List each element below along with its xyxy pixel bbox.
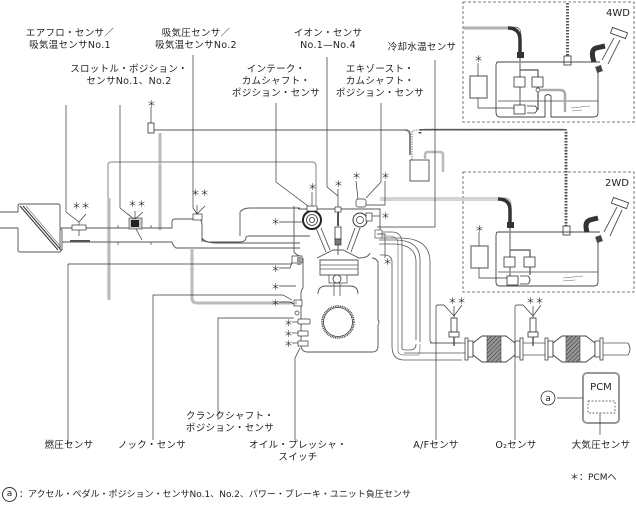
upper-routing [107,60,498,300]
connector-a-circle [540,390,556,406]
label-line: イオン・センサ [293,28,363,39]
label-line: エキゾースト・ [345,64,415,75]
variant-label-4wd: 4WD [606,8,630,19]
asterisk-marker: ＊ [271,265,280,275]
label-intake-camshaft-position-sensor: インテーク・ カムシャフト・ ポジション・センサ [226,64,326,100]
label-line: 燃圧センサ [44,440,94,451]
asterisk-marker: ＊ [271,299,280,309]
asterisk-marker: ＊＊ [448,297,466,307]
label-knock-sensor: ノック・センサ [114,440,190,452]
label-fuel-pressure-sensor: 燃圧センサ [38,440,100,452]
pcm-module [540,372,620,435]
label-line: O₂センサ [495,440,537,451]
fuel-tank-2wd [380,127,635,293]
asterisk-marker: ＊ [284,319,293,329]
legend-a-note: a：アクセル・ペダル・ポジション・センサNo.1、No.2、パワー・ブレーキ・ユ… [2,487,411,502]
asterisk-marker: ＊ [381,212,390,222]
fuel-tank-4wd [462,1,635,123]
asterisk-marker: ＊ [271,218,280,228]
asterisk-marker: ＊ [284,330,293,340]
label-line: センサNo.1、No.2 [86,76,172,87]
label-line: インテーク・ [246,64,306,75]
variant-label-2wd: 2WD [605,178,629,189]
label-line: エアフロ・センサ／ [25,28,115,39]
label-line: スイッチ [278,452,318,463]
label-map-intake-temp-sensor-2: 吸気圧センサ／ 吸気温センサNo.2 [148,28,244,52]
label-line: ポジション・センサ [185,423,275,434]
label-line: No.1—No.4 [300,40,356,51]
engine-block [190,198,383,353]
asterisk-marker: ＊ [334,180,343,190]
legend-a-text: ：アクセル・ペダル・ポジション・センサNo.1、No.2、パワー・ブレーキ・ユニ… [19,490,411,500]
asterisk-marker: ＊ [308,183,317,193]
legend-asterisk-note: ＊：PCMへ [570,473,617,483]
label-line: クランクシャフト・ [185,411,275,422]
label-line: カムシャフト・ [345,76,415,87]
intake-system [0,55,310,300]
label-barometric-pressure-sensor: 大気圧センサ [568,440,634,452]
label-o2-sensor: O₂センサ [488,440,544,452]
label-line: スロットル・ポジション・ [70,64,188,75]
label-line: 大気圧センサ [571,440,631,451]
asterisk-marker: ＊ [271,283,280,293]
label-exhaust-camshaft-position-sensor: エキゾースト・ カムシャフト・ ポジション・センサ [330,64,430,100]
label-oil-pressure-switch: オイル・プレッシャ・ スイッチ [248,440,348,464]
asterisk-marker: ＊ [383,258,392,268]
asterisk-marker: ＊ [147,100,156,110]
label-line: オイル・プレッシャ・ [248,440,347,451]
connector-a-label: a [545,394,551,404]
asterisk-marker: ＊ [474,55,483,65]
label-line: 冷却水温センサ [387,42,457,53]
marker-leaders [279,180,386,344]
asterisk-marker: ＊＊ [526,297,544,307]
legend-a-marker: a [2,487,17,502]
label-crankshaft-position-sensor: クランクシャフト・ ポジション・センサ [180,411,280,435]
asterisk-marker: ＊ [475,225,484,235]
label-line: 吸気温センサNo.1 [29,40,111,51]
asterisk-marker: ＊ [284,340,293,350]
asterisk-marker: ＊＊ [191,189,209,199]
asterisk-marker: ＊ [352,172,361,182]
label-line: A/Fセンサ [413,440,459,451]
label-af-sensor: A/Fセンサ [406,440,466,452]
label-airflow-intake-temp-sensor-1: エアフロ・センサ／ 吸気温センサNo.1 [22,28,118,52]
label-throttle-position-sensor: スロットル・ポジション・ センサNo.1、No.2 [64,64,194,88]
label-line: 吸気温センサNo.2 [155,40,237,51]
label-line: ポジション・センサ [231,88,321,99]
label-coolant-temp-sensor: 冷却水温センサ [382,42,462,54]
asterisk-marker: ＊＊ [128,200,146,210]
label-leaders [67,57,523,444]
label-line: ポジション・センサ [335,88,425,99]
asterisk-marker: ＊ [381,172,390,182]
label-line: カムシャフト・ [241,76,311,87]
exhaust-system [379,231,631,363]
asterisk-marker: ＊＊ [72,202,90,212]
label-line: ノック・センサ [117,440,187,451]
pcm-label: PCM [590,382,612,393]
label-line: 吸気圧センサ／ [161,28,231,39]
label-ion-sensor: イオン・センサ No.1—No.4 [290,28,366,52]
